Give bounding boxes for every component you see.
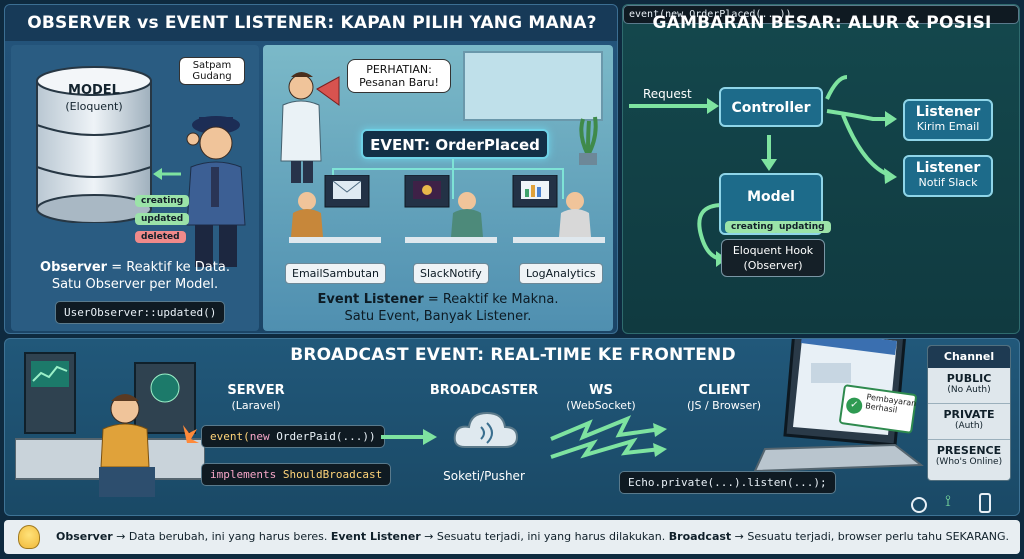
check-icon: ✓ — [845, 396, 864, 415]
footer-observer-term: Observer — [56, 530, 113, 543]
channel-public-sub: (No Auth) — [947, 385, 991, 395]
panel-title-right: GAMBARAN BESAR: ALUR & POSISI — [652, 13, 992, 33]
client-title: CLIENT — [698, 383, 750, 398]
channel-public-name: PUBLIC — [946, 372, 992, 385]
security-guard-icon — [186, 116, 246, 267]
hook-updating-right: updating — [773, 221, 831, 233]
model-box-title: Model — [747, 189, 795, 205]
controller-box: Controller — [719, 87, 823, 127]
observer-code: UserObserver::updated() — [55, 301, 226, 324]
summary-footer: Observer → Data berubah, ini yang harus … — [4, 520, 1020, 554]
analytics-workstation-icon — [512, 175, 605, 243]
watch-arrow — [153, 168, 181, 180]
stopwatch-icon — [911, 497, 927, 513]
listener-slack-sub: Notif Slack — [918, 176, 978, 189]
alert-speech-bubble: PERHATIAN: Pesanan Baru! — [347, 59, 451, 93]
server-title: SERVER — [227, 383, 285, 398]
listener-description: Event Listener = Reaktif ke Makna. Satu … — [263, 291, 613, 325]
channel-presence-name: PRESENCE — [936, 444, 1002, 457]
hook-creating: creating — [135, 195, 190, 207]
channel-public: PUBLIC (No Auth) — [928, 368, 1010, 404]
footer-broadcast-term: Broadcast — [668, 530, 732, 543]
eloquent-hook-box: Eloquent Hook (Observer) — [721, 239, 825, 277]
phone-icon — [979, 493, 991, 513]
observer-section: MODEL (Eloquent) Satpam Gudang creating … — [11, 45, 259, 331]
big-picture-panel: GAMBARAN BESAR: ALUR & POSISI Request Co… — [622, 4, 1020, 334]
broadcast-title: BROADCAST EVENT: REAL-TIME KE FRONTEND — [290, 345, 736, 365]
channel-table: Channel PUBLIC (No Auth) PRIVATE (Auth) … — [927, 345, 1011, 481]
server-implements-code: implements ShouldBroadcast — [201, 463, 392, 486]
hook-creating-right: creating — [725, 221, 780, 233]
event-listener-section: PERHATIAN: Pesanan Baru! EVENT: OrderPla… — [263, 45, 613, 331]
event-dispatch-code: event(new OrderPlaced(...)) — [623, 5, 1019, 24]
flow-arrows — [629, 75, 897, 267]
listener-slack-title: Listener — [915, 160, 981, 176]
observer-description: Observer = Reaktif ke Data. Satu Observe… — [11, 259, 259, 293]
server-event-code: event(new OrderPaid(...)) — [201, 425, 385, 448]
websocket-lightning-icon — [550, 415, 667, 459]
listener-slack-box: Listener Notif Slack — [903, 155, 993, 197]
hook-updated: updated — [135, 213, 190, 225]
lightbulb-icon — [18, 525, 40, 549]
event-orderplaced-box: EVENT: OrderPlaced — [361, 129, 549, 159]
channel-table-header: Channel — [928, 346, 1010, 368]
observer-vs-listener-panel: OBSERVER vs EVENT LISTENER: KAPAN PILIH … — [4, 4, 618, 334]
server-code-event: event( — [210, 430, 250, 443]
footer-listener-text: → Sesuatu terjadi, ini yang harus dilaku… — [420, 530, 669, 543]
ws-subtitle: (WebSocket) — [566, 399, 636, 412]
email-workstation-icon — [289, 175, 381, 243]
channel-private: PRIVATE (Auth) — [928, 404, 1010, 440]
server-subtitle: (Laravel) — [231, 399, 281, 412]
listener-definition: = Reaktif ke Makna. — [423, 292, 559, 307]
client-listen-code: Echo.private(...).listen(...); — [619, 471, 836, 494]
megaphone-person-icon — [280, 72, 340, 183]
listener-label-email: EmailSambutan — [285, 263, 386, 284]
listener-rule: Satu Event, Banyak Listener. — [344, 309, 532, 324]
plant-icon — [579, 116, 598, 165]
server-code-rest: OrderPaid(...)) — [269, 430, 376, 443]
developer-console-icon — [15, 352, 205, 497]
listener-term: Event Listener — [317, 292, 424, 307]
channel-private-sub: (Auth) — [954, 421, 984, 431]
listener-email-title: Listener — [915, 104, 981, 120]
model-title: MODEL — [68, 83, 120, 98]
database-icon — [36, 66, 152, 223]
client-subtitle: (JS / Browser) — [686, 399, 762, 412]
request-label: Request — [643, 87, 692, 101]
channel-private-name: PRIVATE — [943, 408, 995, 421]
listener-label-slack: SlackNotify — [413, 263, 489, 284]
channel-presence: PRESENCE (Who's Online) — [928, 440, 1010, 476]
office-window — [463, 51, 603, 121]
eloquent-hook-line2: (Observer) — [743, 259, 803, 272]
footer-observer-text: → Data berubah, ini yang harus beres. — [112, 530, 331, 543]
event-dispatch-code-text: event(new OrderPlaced(...)) — [629, 9, 792, 20]
listener-email-box: Listener Kirim Email — [903, 99, 993, 141]
cloud-icon — [453, 411, 519, 448]
footer-listener-term: Event Listener — [330, 530, 421, 543]
server-to-broadcaster-arrow — [381, 429, 437, 445]
eloquent-hook-line1: Eloquent Hook — [732, 244, 814, 257]
model-subtitle: (Eloquent) — [65, 100, 123, 113]
guard-speech-bubble: Satpam Gudang — [179, 57, 245, 85]
server-code-new: new — [249, 430, 270, 443]
server-code-interface: ShouldBroadcast — [276, 468, 383, 481]
listener-email-sub: Kirim Email — [916, 120, 980, 133]
signal-tower-icon: ⟟ — [945, 491, 951, 510]
hook-deleted: deleted — [135, 231, 186, 243]
observer-term: Observer — [40, 260, 108, 275]
observer-rule: Satu Observer per Model. — [51, 277, 219, 292]
slack-workstation-icon — [404, 175, 497, 243]
listener-label-analytics: LogAnalytics — [519, 263, 603, 284]
ws-title: WS — [589, 383, 613, 398]
footer-broadcast-text: → Sesuatu terjadi, browser perlu tahu SE… — [731, 530, 1010, 543]
broadcast-panel: BROADCAST EVENT: REAL-TIME KE FRONTEND S… — [4, 338, 1020, 516]
panel-title: OBSERVER vs EVENT LISTENER: KAPAN PILIH … — [5, 5, 617, 41]
server-code-implements: implements — [210, 468, 277, 481]
popup-text: Pembayaran Berhasil — [864, 392, 917, 415]
channel-presence-sub: (Who's Online) — [935, 457, 1003, 467]
broadcaster-title: BROADCASTER — [429, 383, 539, 398]
broadcaster-subtitle: Soketi/Pusher — [443, 469, 525, 483]
observer-definition: = Reaktif ke Data. — [107, 260, 230, 275]
